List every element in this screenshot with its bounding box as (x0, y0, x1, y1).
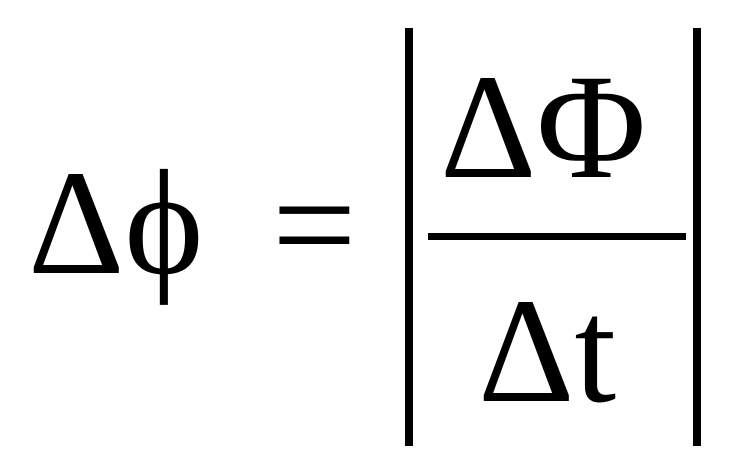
fraction-numerator: ΔΦ (440, 44, 647, 210)
equals-sign: = (272, 142, 357, 308)
absolute-value-right-bar (693, 28, 701, 446)
fraction-line (428, 233, 686, 240)
absolute-value-left-bar (405, 28, 413, 446)
fraction-denominator: Δt (478, 268, 617, 434)
formula-lhs: Δϕ (28, 140, 204, 306)
